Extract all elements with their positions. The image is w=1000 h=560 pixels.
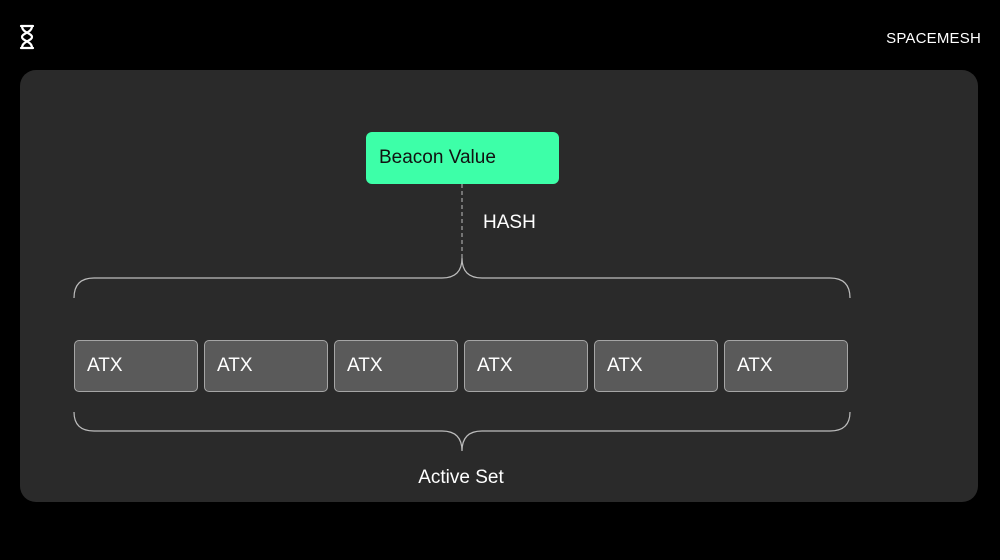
bottom-brace — [73, 411, 851, 452]
connector-lines — [73, 184, 851, 452]
atx-box: ATX — [334, 340, 458, 392]
hourglass-logo-icon — [19, 24, 35, 50]
atx-box: ATX — [204, 340, 328, 392]
atx-row: ATX ATX ATX ATX ATX ATX — [74, 340, 848, 392]
beacon-value-box: Beacon Value — [366, 132, 559, 184]
atx-box: ATX — [724, 340, 848, 392]
hash-label: HASH — [483, 212, 536, 233]
atx-box: ATX — [594, 340, 718, 392]
atx-box: ATX — [74, 340, 198, 392]
diagram-panel: Beacon Value HASH ATX ATX ATX ATX ATX AT… — [20, 70, 978, 502]
active-set-label: Active Set — [418, 467, 504, 488]
brand-name: SPACEMESH — [886, 30, 981, 47]
atx-box: ATX — [464, 340, 588, 392]
top-brace — [73, 257, 851, 299]
